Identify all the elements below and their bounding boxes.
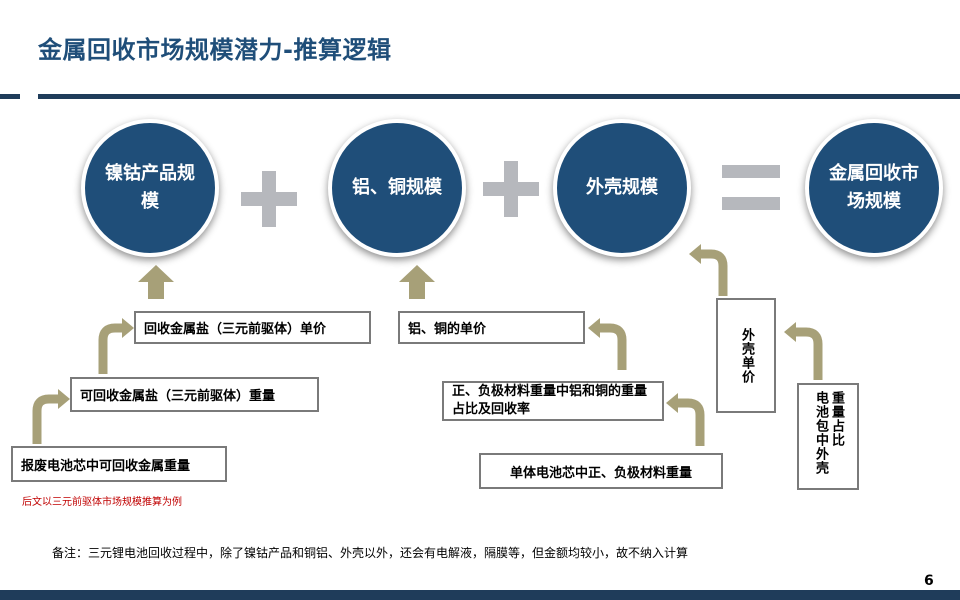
title-rule <box>38 94 960 99</box>
curved-arrow-5 <box>689 244 728 296</box>
curved-arrow-6 <box>784 322 823 380</box>
shell-weight-ratio-text-2: 重量占比 <box>829 391 844 447</box>
box-shell-unit-price: 外壳单价 <box>716 298 776 413</box>
footer-bar <box>0 590 960 600</box>
box-recyclable-salt-weight: 可回收金属盐（三元前驱体）重量 <box>70 377 319 412</box>
circle-aluminum-copper: 铝、铜规模 <box>328 119 466 257</box>
page-title: 金属回收市场规模潜力-推算逻辑 <box>38 36 392 64</box>
box-scrap-cell-metal-weight: 报废电池芯中可回收金属重量 <box>11 446 227 482</box>
circle-nickel-cobalt: 镍钴产品规模 <box>81 119 219 257</box>
box-al-cu-unit-price: 铝、铜的单价 <box>398 311 585 344</box>
circle-metal-recycling-market: 金属回收市场规模 <box>805 119 943 257</box>
box-electrode-material-weight: 单体电池芯中正、负极材料重量 <box>479 453 723 489</box>
plus-sign-2 <box>483 161 539 217</box>
up-arrow-2 <box>399 265 435 299</box>
curved-arrow-3 <box>588 318 627 370</box>
curved-arrow-2 <box>32 389 70 444</box>
footnote: 备注：三元锂电池回收过程中，除了镍钴产品和铜铝、外壳以外，还会有电解液，隔膜等，… <box>52 546 689 560</box>
up-arrow-1 <box>138 265 174 299</box>
curved-arrow-4 <box>666 393 705 446</box>
box-shell-weight-ratio: 电池包中外壳 重量占比 <box>797 383 859 490</box>
plus-sign-1 <box>241 171 297 227</box>
shell-unit-price-text: 外壳单价 <box>739 327 754 384</box>
page-number: 6 <box>924 573 934 589</box>
example-note: 后文以三元前驱体市场规模推算为例 <box>22 497 182 508</box>
box-recycled-salt-unit-price: 回收金属盐（三元前驱体）单价 <box>134 311 371 344</box>
curved-arrow-1 <box>98 318 134 374</box>
title-rule-left <box>0 94 20 99</box>
circle-shell: 外壳规模 <box>553 119 691 257</box>
equals-sign <box>722 165 780 210</box>
box-al-cu-weight-ratio: 正、负极材料重量中铝和铜的重量占比及回收率 <box>442 381 664 421</box>
shell-weight-ratio-text-1: 电池包中外壳 <box>813 391 828 475</box>
